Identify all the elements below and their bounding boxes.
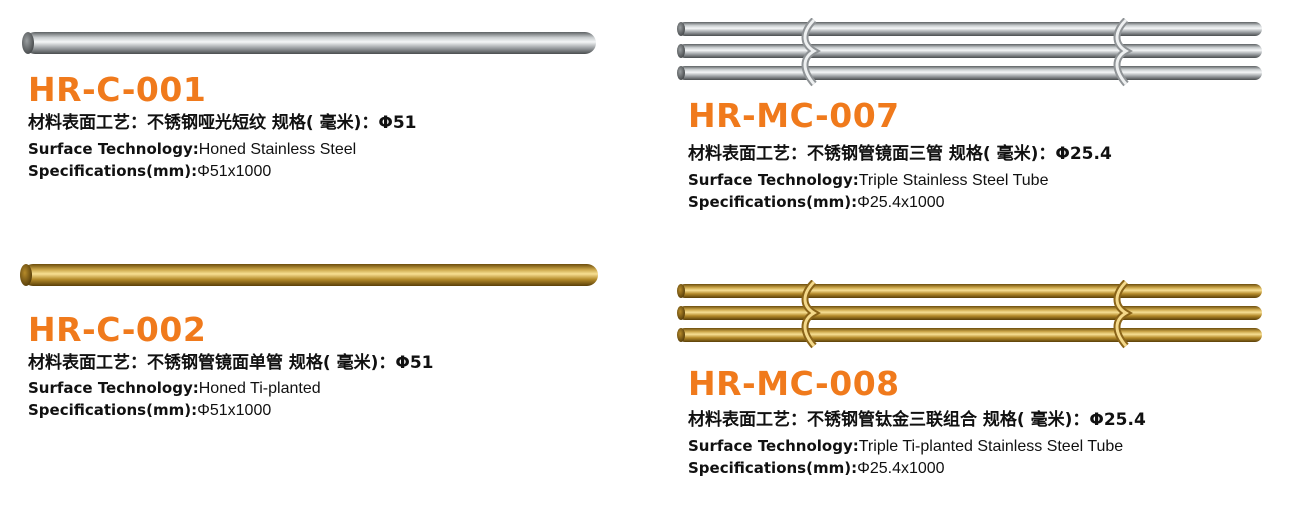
surface-technology-label: Surface Technology: [28, 140, 199, 158]
specifications-label: Specifications(mm): [688, 193, 858, 211]
surface-technology-label: Surface Technology: [688, 171, 859, 189]
product-code: HR-MC-008 [688, 364, 900, 403]
surface-technology-value: Honed Stainless Steel [198, 141, 357, 158]
surface-technology-line: Surface Technology:Triple Ti-planted Sta… [688, 439, 1123, 455]
chinese-spec-label: 材料表面工艺：不锈钢管镜面单管 规格( 毫米)：Φ51 [28, 353, 434, 373]
specifications-label: Specifications(mm): [688, 459, 858, 477]
specifications-value: Φ25.4x1000 [857, 194, 945, 211]
chinese-spec-label: 材料表面工艺：不锈钢管钛金三联组合 规格( 毫米)：Φ25.4 [688, 410, 1146, 430]
surface-technology-value: Triple Stainless Steel Tube [858, 172, 1049, 189]
specifications-line: Specifications(mm):Φ25.4x1000 [688, 195, 945, 211]
chinese-spec-label: 材料表面工艺：不锈钢管镜面三管 规格( 毫米)：Φ25.4 [688, 144, 1112, 164]
surface-technology-label: Surface Technology: [688, 437, 859, 455]
triple-silver-tube-image [677, 18, 1262, 87]
surface-technology-line: Surface Technology:Triple Stainless Stee… [688, 173, 1048, 189]
gold-tube-image [20, 264, 598, 286]
product-code: HR-C-002 [28, 310, 207, 349]
specifications-line: Specifications(mm):Φ25.4x1000 [688, 461, 945, 477]
surface-technology-value: Triple Ti-planted Stainless Steel Tube [858, 438, 1124, 455]
surface-technology-value: Honed Ti-planted [198, 380, 321, 397]
surface-technology-line: Surface Technology:Honed Stainless Steel [28, 142, 356, 158]
specifications-line: Specifications(mm):Φ51x1000 [28, 403, 271, 419]
specifications-value: Φ25.4x1000 [857, 460, 945, 477]
specifications-value: Φ51x1000 [197, 402, 272, 419]
product-code: HR-C-001 [28, 70, 207, 109]
surface-technology-line: Surface Technology:Honed Ti-planted [28, 381, 321, 397]
specifications-line: Specifications(mm):Φ51x1000 [28, 164, 271, 180]
triple-gold-tube-image [677, 280, 1262, 349]
specifications-label: Specifications(mm): [28, 401, 198, 419]
product-code: HR-MC-007 [688, 96, 900, 135]
silver-tube-image [22, 32, 596, 54]
specifications-value: Φ51x1000 [197, 163, 272, 180]
surface-technology-label: Surface Technology: [28, 379, 199, 397]
chinese-spec-label: 材料表面工艺：不锈钢哑光短纹 规格( 毫米)：Φ51 [28, 113, 417, 133]
specifications-label: Specifications(mm): [28, 162, 198, 180]
